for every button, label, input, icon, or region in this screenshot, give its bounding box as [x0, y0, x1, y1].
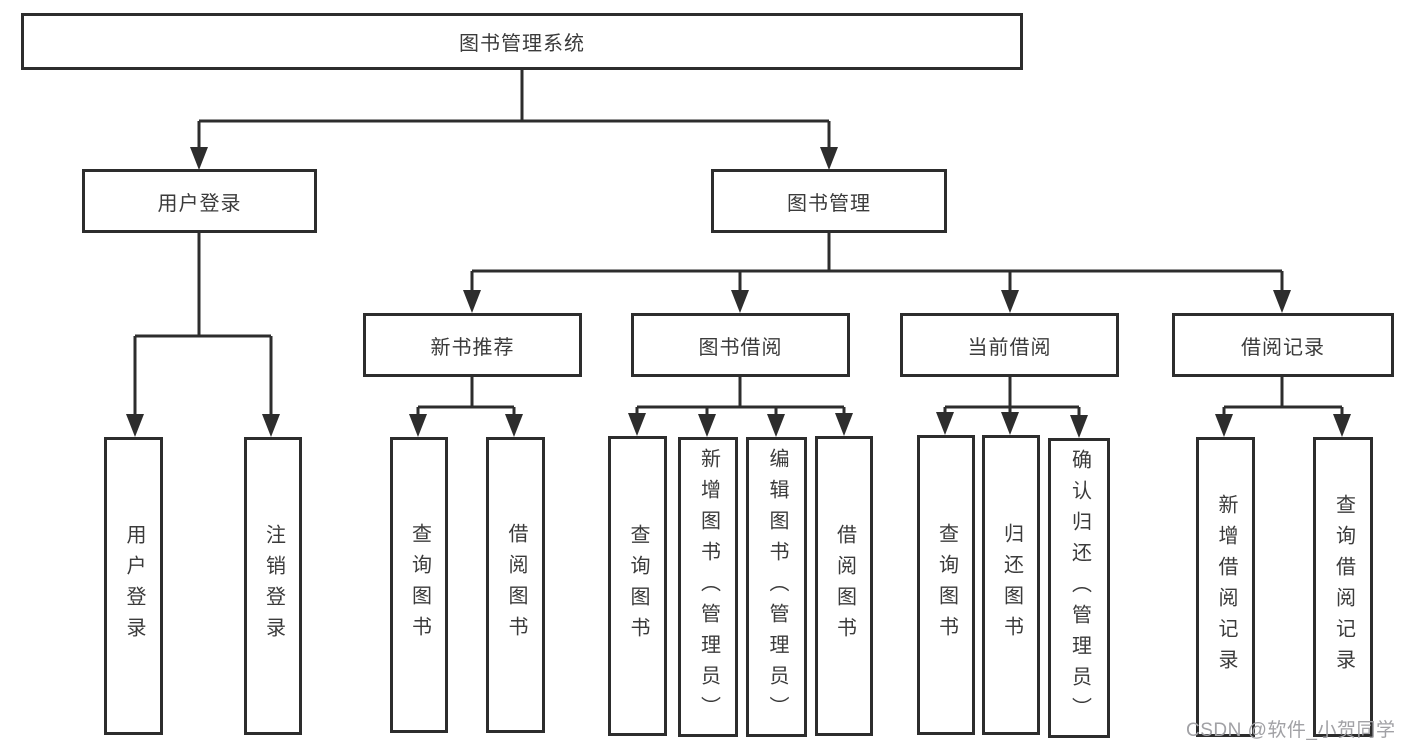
- node-label: 归还图书: [1000, 523, 1023, 647]
- leaf-borrowing-query-books: 查询图书: [608, 436, 667, 736]
- leaf-records-query-record: 查询借阅记录: [1313, 437, 1373, 737]
- node-user-login: 用户登录: [82, 169, 317, 233]
- node-new-book-recommend: 新书推荐: [363, 313, 582, 377]
- leaf-borrowing-edit-books: 编辑图书（管理员）: [746, 437, 807, 737]
- node-label: 新书推荐: [430, 336, 515, 359]
- leaf-current-confirm-return: 确认归还（管理员）: [1048, 438, 1110, 738]
- node-borrow-records: 借阅记录: [1172, 313, 1394, 377]
- leaf-user-login: 用户登录: [104, 437, 163, 735]
- leaf-recommend-query-books: 查询图书: [390, 437, 448, 733]
- leaf-records-add-record: 新增借阅记录: [1196, 437, 1255, 737]
- node-book-management: 图书管理: [711, 169, 947, 233]
- node-label: 查询图书: [627, 524, 649, 648]
- node-label: 借阅记录: [1241, 336, 1325, 359]
- node-label: 编辑图书（管理员）: [766, 447, 788, 727]
- node-label: 用户登录: [123, 524, 145, 648]
- leaf-current-query-books: 查询图书: [917, 435, 975, 735]
- node-label: 用户登录: [157, 192, 242, 215]
- leaf-current-return-books: 归还图书: [982, 435, 1040, 735]
- node-label: 新增图书（管理员）: [697, 447, 720, 727]
- node-label: 查询图书: [935, 523, 958, 647]
- node-label: 查询借阅记录: [1332, 494, 1355, 680]
- node-label: 注销登录: [262, 524, 285, 648]
- node-label: 新增借阅记录: [1215, 494, 1237, 680]
- leaf-logout: 注销登录: [244, 437, 302, 735]
- node-label: 查询图书: [408, 523, 431, 647]
- node-label: 图书管理系统: [459, 33, 585, 55]
- node-book-borrowing: 图书借阅: [631, 313, 850, 377]
- node-current-borrowing: 当前借阅: [900, 313, 1119, 377]
- node-label: 图书管理: [787, 192, 871, 215]
- node-label: 当前借阅: [967, 336, 1052, 359]
- node-label: 借阅图书: [505, 523, 527, 647]
- leaf-recommend-borrow-books: 借阅图书: [486, 437, 545, 733]
- leaf-borrowing-add-books: 新增图书（管理员）: [678, 437, 738, 737]
- node-label: 确认归还（管理员）: [1068, 448, 1091, 728]
- csdn-watermark: CSDN @软件_小贺同学: [1186, 720, 1396, 741]
- node-label: 图书借阅: [698, 336, 783, 359]
- node-label: 借阅图书: [833, 524, 856, 648]
- node-library-system: 图书管理系统: [21, 13, 1023, 70]
- leaf-borrowing-borrow-books: 借阅图书: [815, 436, 873, 736]
